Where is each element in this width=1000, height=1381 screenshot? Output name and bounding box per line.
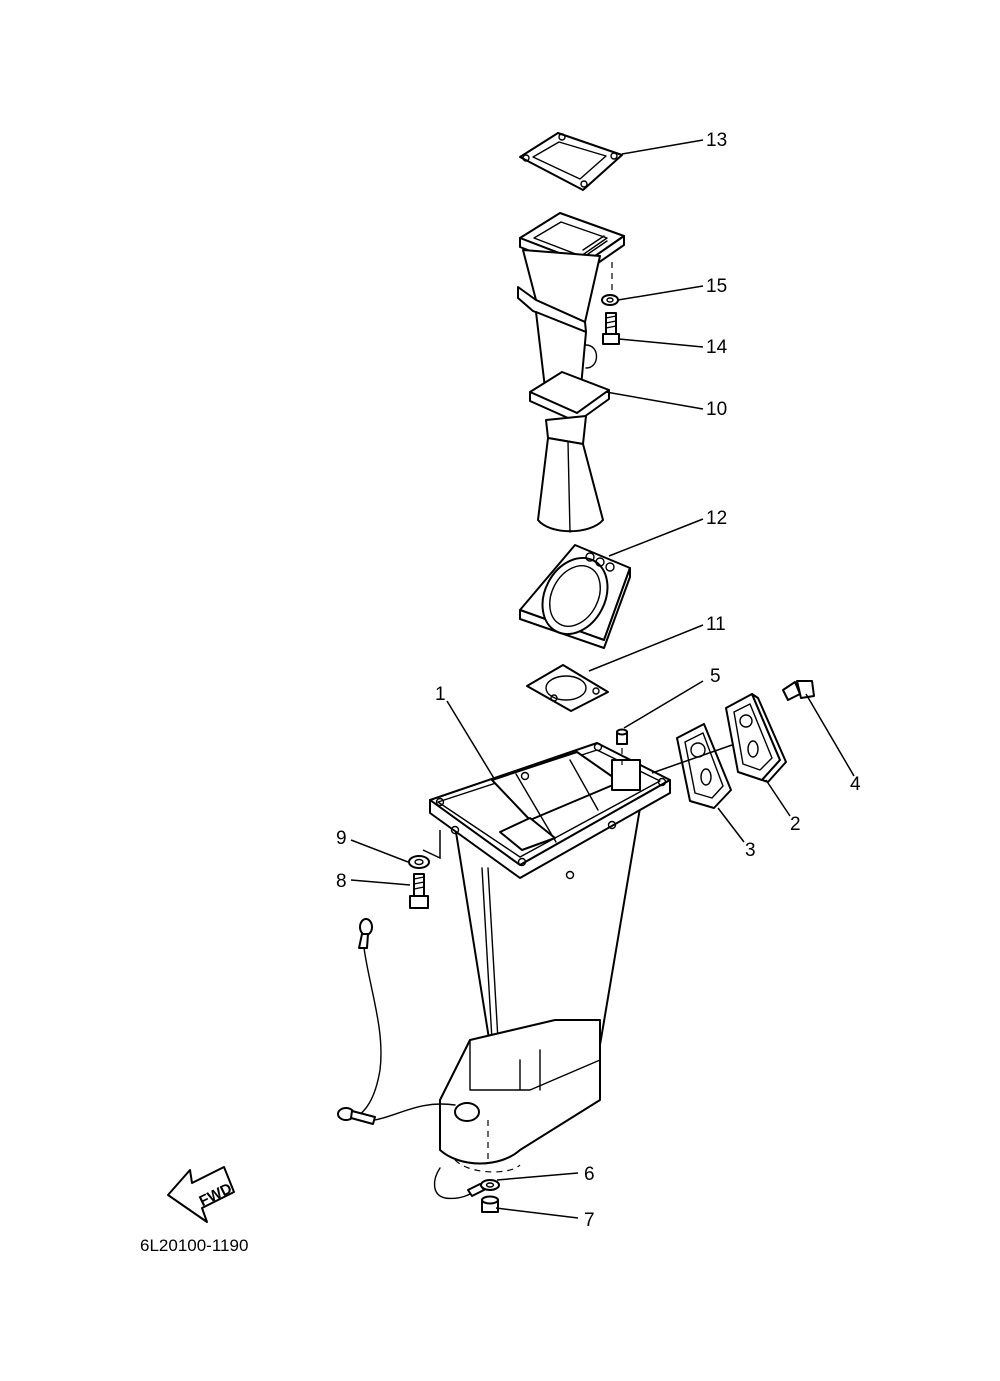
callout-3: 3 xyxy=(745,840,756,861)
part-8-bolt xyxy=(409,873,429,909)
fwd-arrow-icon: FWD xyxy=(167,1166,235,1223)
part-9-washer xyxy=(408,855,430,869)
part-14-bolt xyxy=(602,312,620,345)
callout-9: 9 xyxy=(336,828,347,849)
part-4-screw xyxy=(782,680,815,701)
callout-11: 11 xyxy=(706,614,726,635)
part-12-seal-plate xyxy=(519,544,631,649)
callout-5: 5 xyxy=(710,666,721,687)
callout-4: 4 xyxy=(850,774,861,795)
callout-15: 15 xyxy=(706,276,727,297)
callout-6: 6 xyxy=(584,1164,595,1185)
callout-1: 1 xyxy=(435,684,446,705)
part-11-gasket xyxy=(526,664,609,712)
part-7-nut xyxy=(481,1195,499,1213)
part-2-cover xyxy=(725,693,787,783)
leader-lines xyxy=(350,139,855,1219)
callout-8: 8 xyxy=(336,871,347,892)
ground-lead-wire xyxy=(337,918,485,1200)
callout-2: 2 xyxy=(790,814,801,835)
part-15-washer xyxy=(601,294,619,306)
callout-12: 12 xyxy=(706,508,727,529)
part-1-upper-casing xyxy=(429,742,671,1173)
part-6-washer xyxy=(480,1179,500,1191)
part-3-rubber-gasket xyxy=(676,723,732,809)
callout-numbers: 13 15 14 10 12 11 5 1 4 2 3 9 8 6 7 xyxy=(336,130,861,1231)
callout-13: 13 xyxy=(706,130,727,151)
part-10-exhaust-guide xyxy=(517,212,625,533)
part-13-gasket xyxy=(519,132,623,191)
diagram-code: 6L20100-1190 xyxy=(140,1236,248,1255)
callout-7: 7 xyxy=(584,1210,595,1231)
part-5-dowel-pin xyxy=(616,728,628,745)
callout-10: 10 xyxy=(706,399,727,420)
callout-14: 14 xyxy=(706,337,728,358)
